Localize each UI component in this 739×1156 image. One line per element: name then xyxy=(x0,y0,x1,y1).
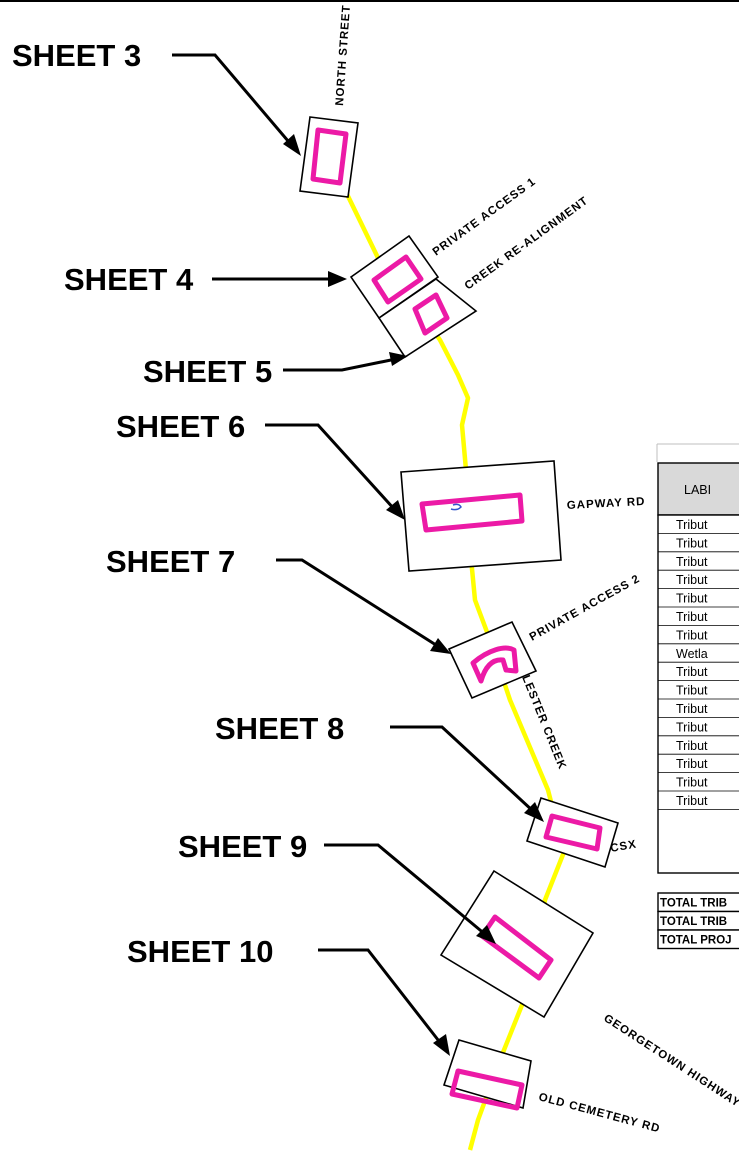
leader-sheet-7 xyxy=(276,558,451,654)
georgetown-highway-label: GEORGETOWN HIGHWAY xyxy=(601,1012,739,1109)
sheet-8-label: SHEET 8 xyxy=(215,711,344,746)
old-cemetery-rd-label: OLD CEMETERY RD xyxy=(537,1091,661,1135)
total-row-cell xyxy=(657,929,739,950)
table-row: Tribut xyxy=(676,573,708,587)
table-totals: TOTAL TRIB TOTAL TRIB TOTAL PROJ xyxy=(657,892,739,950)
leader-sheet-8 xyxy=(390,725,544,822)
sheet-6-label: SHEET 6 xyxy=(116,409,245,444)
gapway-rd-label: GAPWAY RD xyxy=(567,496,646,512)
leader-sheet-5 xyxy=(283,352,408,372)
table-row: Tribut xyxy=(676,665,708,679)
lester-creek-label: LESTER CREEK xyxy=(519,674,568,772)
total-row-label: TOTAL TRIB xyxy=(660,898,727,910)
table-row: Tribut xyxy=(676,739,708,753)
leader-sheet-9 xyxy=(324,843,496,944)
sheet-6-box xyxy=(400,460,562,572)
table-row: Tribut xyxy=(676,776,708,790)
table-row: Tribut xyxy=(676,555,708,569)
sheet-10-label: SHEET 10 xyxy=(127,934,273,969)
sheet-7-box xyxy=(447,620,538,700)
table-row: Tribut xyxy=(676,628,708,642)
total-row-label: TOTAL PROJ xyxy=(660,935,732,947)
table-row: Tribut xyxy=(676,720,708,734)
sheet-3-box xyxy=(299,116,359,198)
impact-table: LABI TributTributTributTributTributTribu… xyxy=(656,443,739,950)
table-row: Wetla xyxy=(676,647,708,661)
total-row-label: TOTAL TRIB xyxy=(660,916,727,928)
table-rows: TributTributTributTributTributTributTrib… xyxy=(658,518,739,810)
table-row: Tribut xyxy=(676,536,708,550)
leader-sheet-4 xyxy=(212,271,347,287)
sheet-4-label: SHEET 4 xyxy=(64,262,194,297)
table-row: Tribut xyxy=(676,702,708,716)
private-access-2-label: PRIVATE ACCESS 2 xyxy=(528,573,643,644)
leader-sheet-3 xyxy=(172,53,301,156)
table-row: Tribut xyxy=(676,610,708,624)
sheet-5-label: SHEET 5 xyxy=(143,354,272,389)
leader-sheet-6 xyxy=(265,423,405,520)
csx-label: CSX xyxy=(609,839,637,855)
sheet-8-box xyxy=(525,796,619,869)
leader-sheet-10 xyxy=(318,948,450,1056)
sheet-9-label: SHEET 9 xyxy=(178,829,307,864)
table-header-label: LABI xyxy=(684,483,711,497)
table-row: Tribut xyxy=(676,794,708,808)
creek-realignment-label: CREEK RE-ALIGNMENT xyxy=(463,195,591,293)
sheet-3-label: SHEET 3 xyxy=(12,38,141,73)
north-street-label: NORTH STREET xyxy=(334,4,353,106)
sheet-4-box xyxy=(349,234,440,320)
table-row: Tribut xyxy=(676,757,708,771)
table-row: Tribut xyxy=(676,592,708,606)
table-row: Tribut xyxy=(676,518,708,532)
sheet-7-label: SHEET 7 xyxy=(106,544,235,579)
table-row: Tribut xyxy=(676,684,708,698)
sheet-9-box xyxy=(439,869,595,1019)
sheet-10-box xyxy=(442,1039,532,1111)
sheet-6-blue-detail xyxy=(450,503,462,511)
sheet-5-box xyxy=(377,278,478,359)
